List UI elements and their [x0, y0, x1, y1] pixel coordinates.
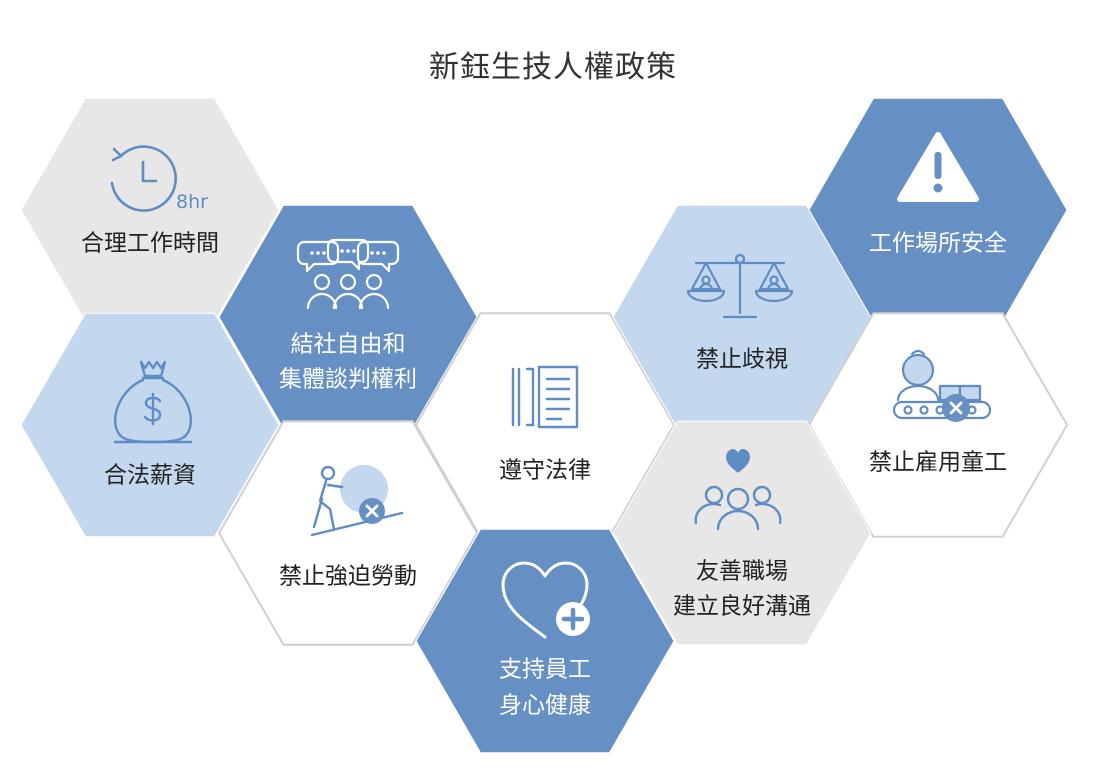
hexagon-legal-wage	[20, 312, 280, 538]
label-comply-law-line-1: 遵守法律	[499, 458, 591, 484]
label-employee-health-line-1: 支持員工	[499, 657, 591, 683]
law-document-icon	[511, 365, 579, 429]
group-chat-icon	[296, 238, 400, 310]
hexagon-no-child-labor	[807, 312, 1069, 538]
label-no-discrimination-line-1: 禁止歧視	[696, 347, 788, 373]
balance-scale-icon	[686, 253, 794, 319]
child-labor-x-icon	[892, 349, 992, 422]
label-no-forced-labor-line-1: 禁止強迫勞動	[279, 564, 417, 590]
label-freedom-of-association-line-2: 集體談判權利	[279, 367, 417, 393]
hexagon-employee-health	[415, 528, 675, 754]
forced-labor-x-icon	[310, 465, 404, 537]
page-title: 新鈺生技人權政策	[429, 50, 677, 85]
label-employee-health-line-2: 身心健康	[499, 693, 591, 719]
clock-8hr-icon: 8hr	[110, 145, 208, 213]
label-no-child-labor-line-1: 禁止雇用童工	[869, 450, 1007, 476]
warning-triangle-icon	[897, 132, 979, 202]
label-friendly-workplace-line-2: 建立良好溝通	[673, 594, 811, 620]
heart-plus-icon	[501, 561, 590, 639]
hexagon-friendly-workplace	[612, 420, 872, 646]
label-freedom-of-association-line-1: 結社自由和	[291, 332, 406, 358]
clock-hr-text: 8hr	[176, 191, 208, 213]
hexagon-no-forced-labor	[217, 420, 479, 646]
money-bag-icon	[113, 360, 193, 444]
label-workplace-safety-line-1: 工作場所安全	[869, 231, 1007, 257]
label-friendly-workplace-line-1: 友善職場	[696, 559, 788, 585]
label-working-hours-line-1: 合理工作時間	[81, 231, 219, 257]
label-legal-wage-line-1: 合法薪資	[104, 463, 196, 489]
team-heart-icon	[694, 449, 782, 531]
